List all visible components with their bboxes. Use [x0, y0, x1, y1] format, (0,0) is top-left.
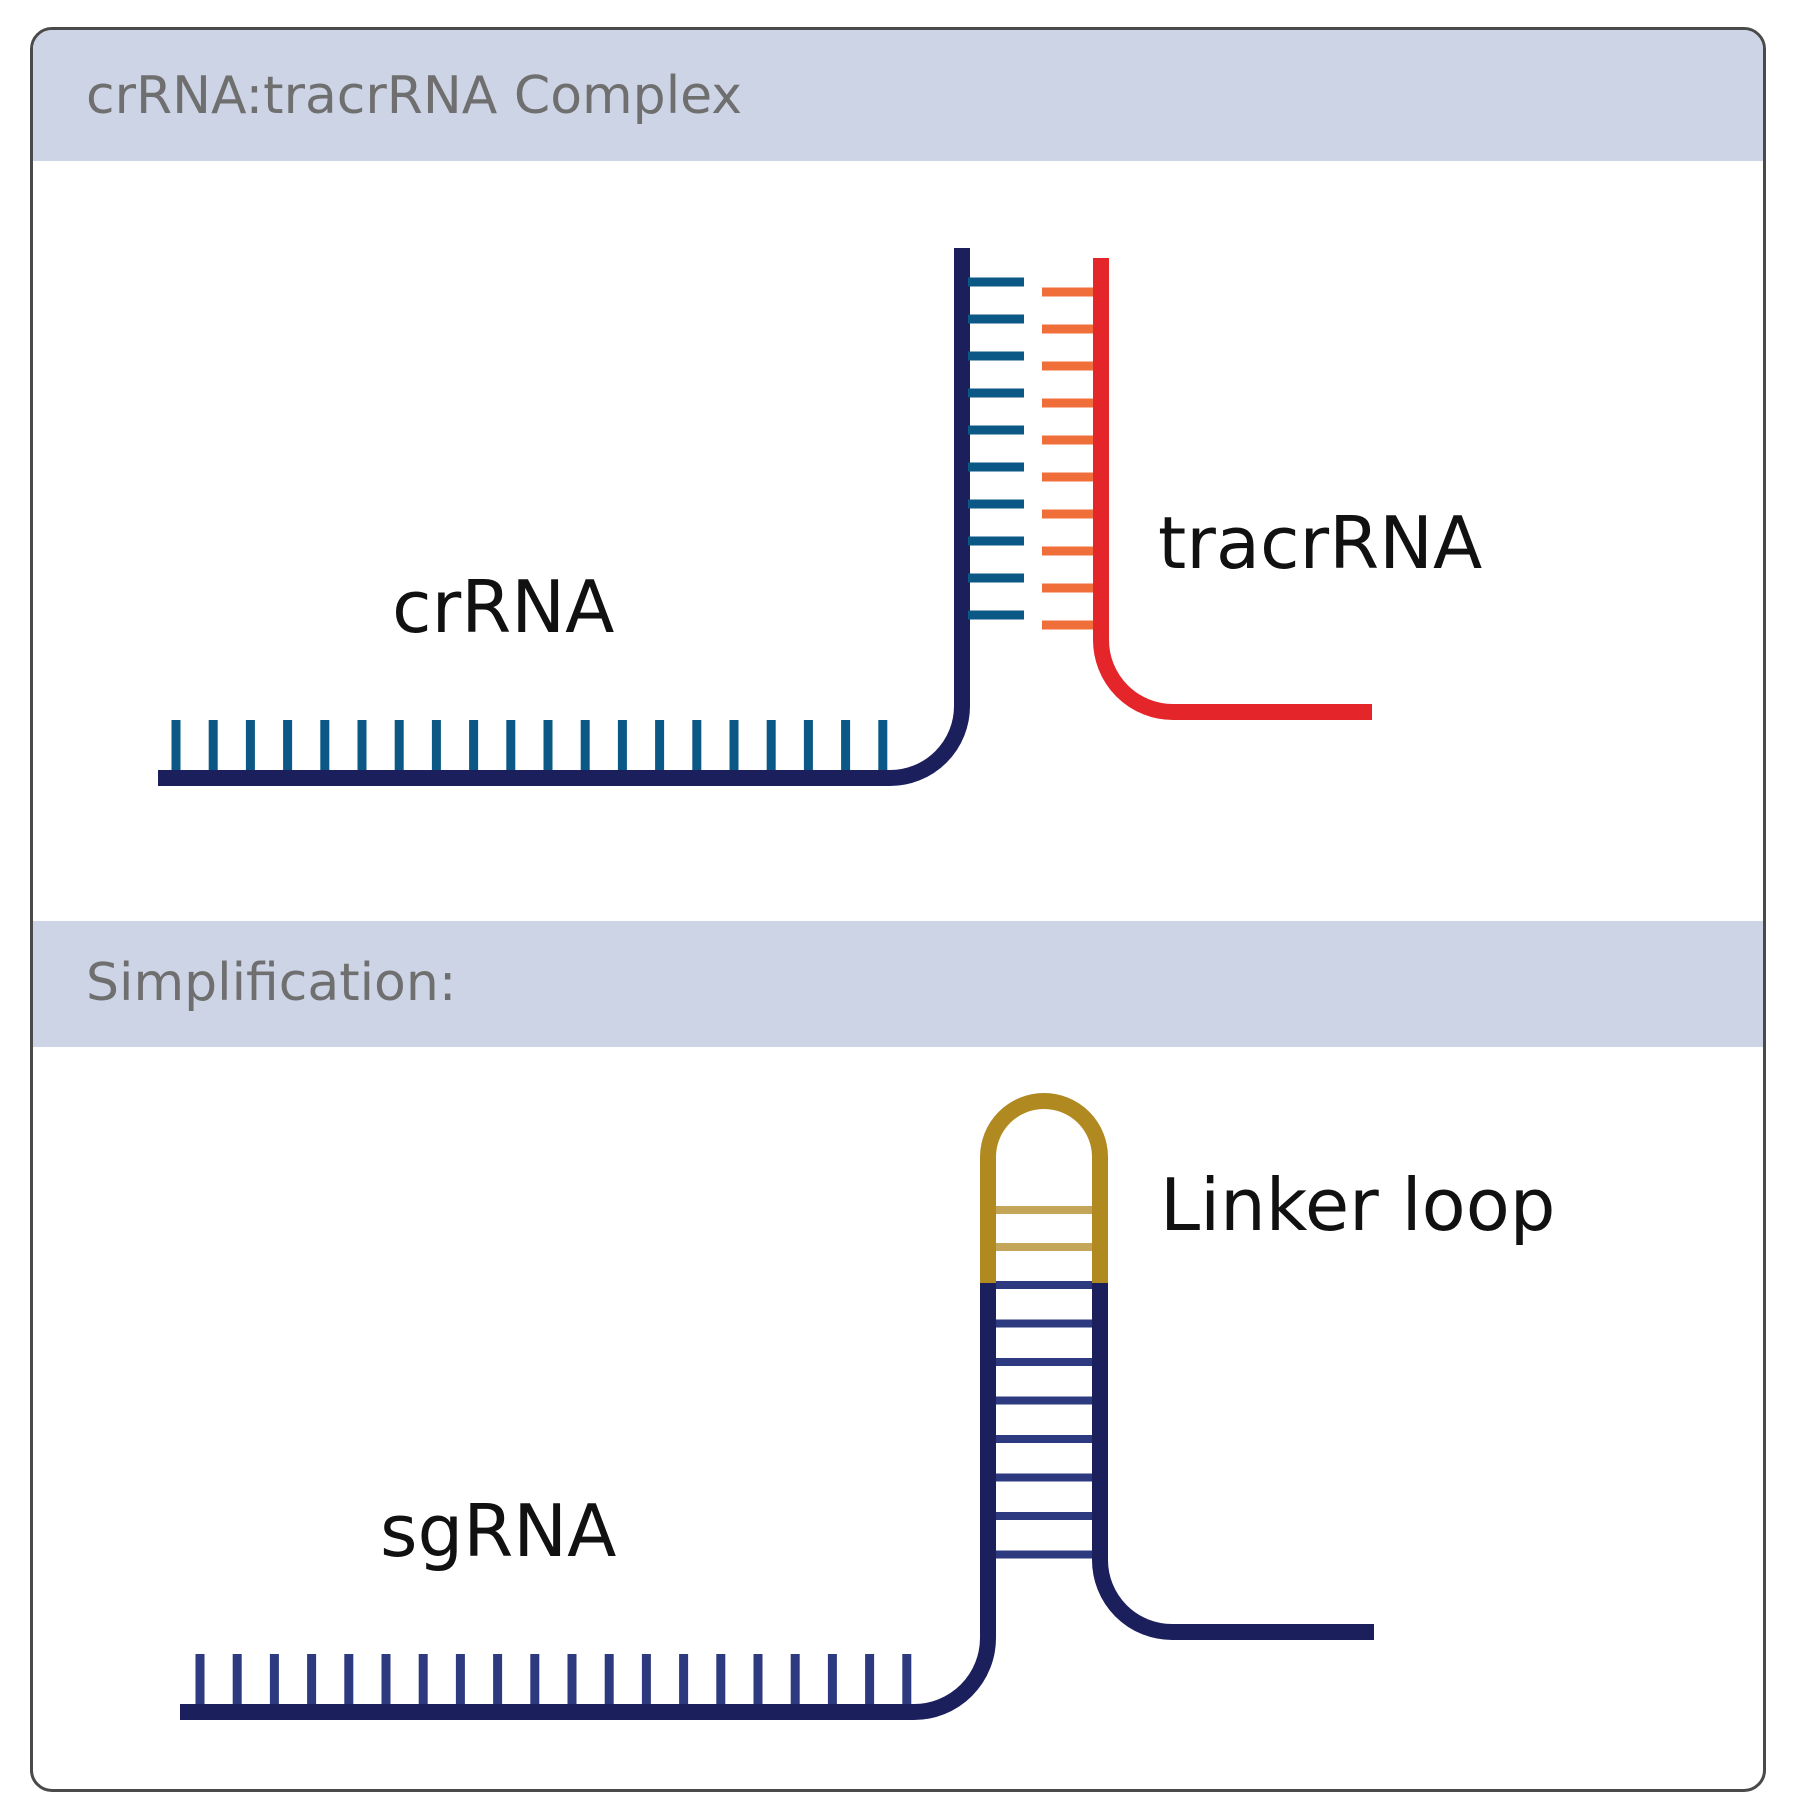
crrna-label: crRNA — [392, 565, 614, 649]
tracrrna-pairing-bases — [1042, 287, 1095, 630]
section-header-complex: crRNA:tracrRNA Complex — [33, 30, 1763, 161]
section-title-simplification: Simplification: — [86, 953, 457, 1013]
sgrna-backbone-right — [1092, 1283, 1374, 1640]
crrna-guide-bases — [171, 720, 888, 772]
sgrna-stem-bases — [994, 1281, 1094, 1559]
section-header-simplification: Simplification: — [33, 921, 1763, 1047]
crrna-strand — [158, 248, 1024, 786]
crrna-backbone — [158, 248, 970, 786]
tracrrna-backbone — [1093, 258, 1372, 720]
crrna-pairing-bases — [968, 277, 1024, 620]
diagram-frame: crRNA:tracrRNA Complex Simplification: — [30, 27, 1766, 1792]
tracrrna-label: tracrRNA — [1158, 501, 1482, 585]
linker-loop-bases — [994, 1206, 1094, 1251]
sgrna-guide-bases — [195, 1654, 912, 1706]
sgrna-label: sgRNA — [380, 1489, 616, 1573]
sgrna-strand — [180, 1093, 1374, 1720]
section-title-complex: crRNA:tracrRNA Complex — [86, 66, 742, 126]
tracrrna-strand — [1042, 258, 1372, 720]
linker-loop-backbone — [980, 1093, 1108, 1283]
sgrna-backbone-left — [180, 1283, 996, 1720]
linker-loop-label: Linker loop — [1160, 1163, 1555, 1247]
